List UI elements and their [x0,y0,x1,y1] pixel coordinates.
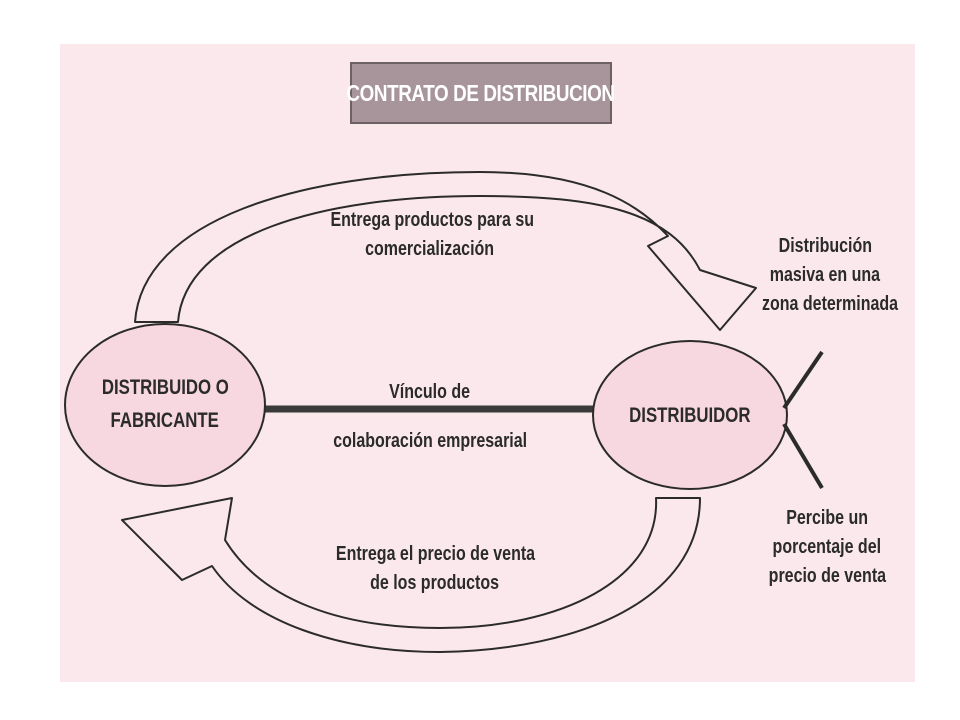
side-note-lower: Percibe un porcentaje del precio de vent… [752,504,902,591]
left-node-line1: DISTRIBUIDO O [101,376,229,399]
side-note-upper: Distribución masiva en una zona determin… [745,232,905,319]
side-note-upper-line3: zona determinada [762,293,899,315]
bottom-arrow-line1: Entrega el precio de venta [335,543,535,565]
side-note-lower-line1: Percibe un [786,507,868,529]
right-node-label: DISTRIBUIDOR [600,400,780,433]
side-note-upper-line2: masiva en una [769,264,881,286]
left-node-label: DISTRIBUIDO O FABRICANTE [75,372,255,437]
side-note-lower-line2: porcentaje del [772,536,882,558]
side-note-lower-line3: precio de venta [768,565,886,587]
branch-lower [782,422,824,490]
left-node-ellipse [64,323,266,487]
link-line2: colaboración empresarial [333,430,527,452]
right-node-text: DISTRIBUIDOR [629,404,751,427]
left-node-line2: FABRICANTE [110,408,220,432]
right-node-ellipse [592,340,788,490]
bottom-arrow-label: Entrega el precio de venta de los produc… [310,540,560,598]
top-arrow-line1: Entrega productos para su [330,209,535,231]
diagram-title-text: CONTRATO DE DISTRIBUCION [346,79,616,106]
top-arrow-label: Entrega productos para su comercializaci… [305,206,555,264]
link-label: Vínculo de colaboración empresarial [300,368,560,466]
bottom-arrow-line2: de los productos [370,572,500,594]
bottom-arrow [121,497,701,653]
link-line1: Vínculo de [389,381,471,403]
diagram-title: CONTRATO DE DISTRIBUCION [346,62,616,124]
side-note-upper-line1: Distribución [778,235,872,257]
branch-upper [782,350,824,410]
top-arrow [134,171,757,331]
top-arrow-line2: comercialización [365,238,495,260]
